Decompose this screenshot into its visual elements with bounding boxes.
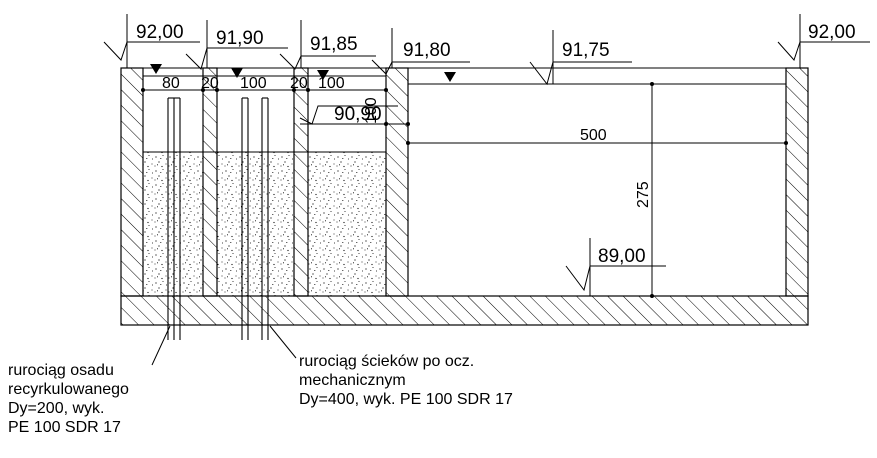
inner-wall-1: [202, 67, 218, 297]
dim-chamber-1: 80: [162, 75, 180, 92]
annotation-left-pipe: rurociąg osadu recyrkulowanego Dy=200, w…: [8, 362, 129, 436]
level-inner-weir: 90,90: [334, 104, 382, 125]
level-chamber-2: 91,85: [310, 34, 358, 55]
inner-wall-2: [293, 67, 309, 297]
dim-chamber-2: 100: [240, 75, 267, 92]
leader-right-pipe: [269, 325, 297, 359]
pipes: [167, 97, 269, 340]
level-left-wall: 92,00: [136, 22, 184, 43]
level-chamber-3: 91,80: [403, 40, 451, 61]
filter-media: [143, 152, 386, 296]
dim-tank-depth: 275: [635, 181, 652, 208]
level-tank-water: 91,75: [562, 40, 610, 61]
level-right-wall: 92,00: [808, 22, 856, 43]
water-level-markers: [150, 64, 456, 82]
annotation-right-pipe: rurociąg ścieków po ocz. mechanicznym Dy…: [299, 353, 513, 408]
dim-chamber-3: 100: [318, 75, 345, 92]
level-chamber-1: 91,90: [216, 28, 264, 49]
dim-wall-1: 20: [201, 75, 219, 92]
weir-wall: [385, 67, 409, 297]
level-tank-bottom: 89,00: [598, 246, 646, 267]
level-marks: [103, 14, 870, 296]
right-wall: [785, 67, 809, 297]
left-wall: [120, 67, 144, 297]
leader-left-pipe: [151, 325, 171, 366]
bottom-slab: [120, 295, 809, 326]
dim-tank-width: 500: [580, 127, 607, 144]
dim-wall-2: 20: [290, 75, 308, 92]
dim-weir-drop: 100: [363, 97, 380, 124]
